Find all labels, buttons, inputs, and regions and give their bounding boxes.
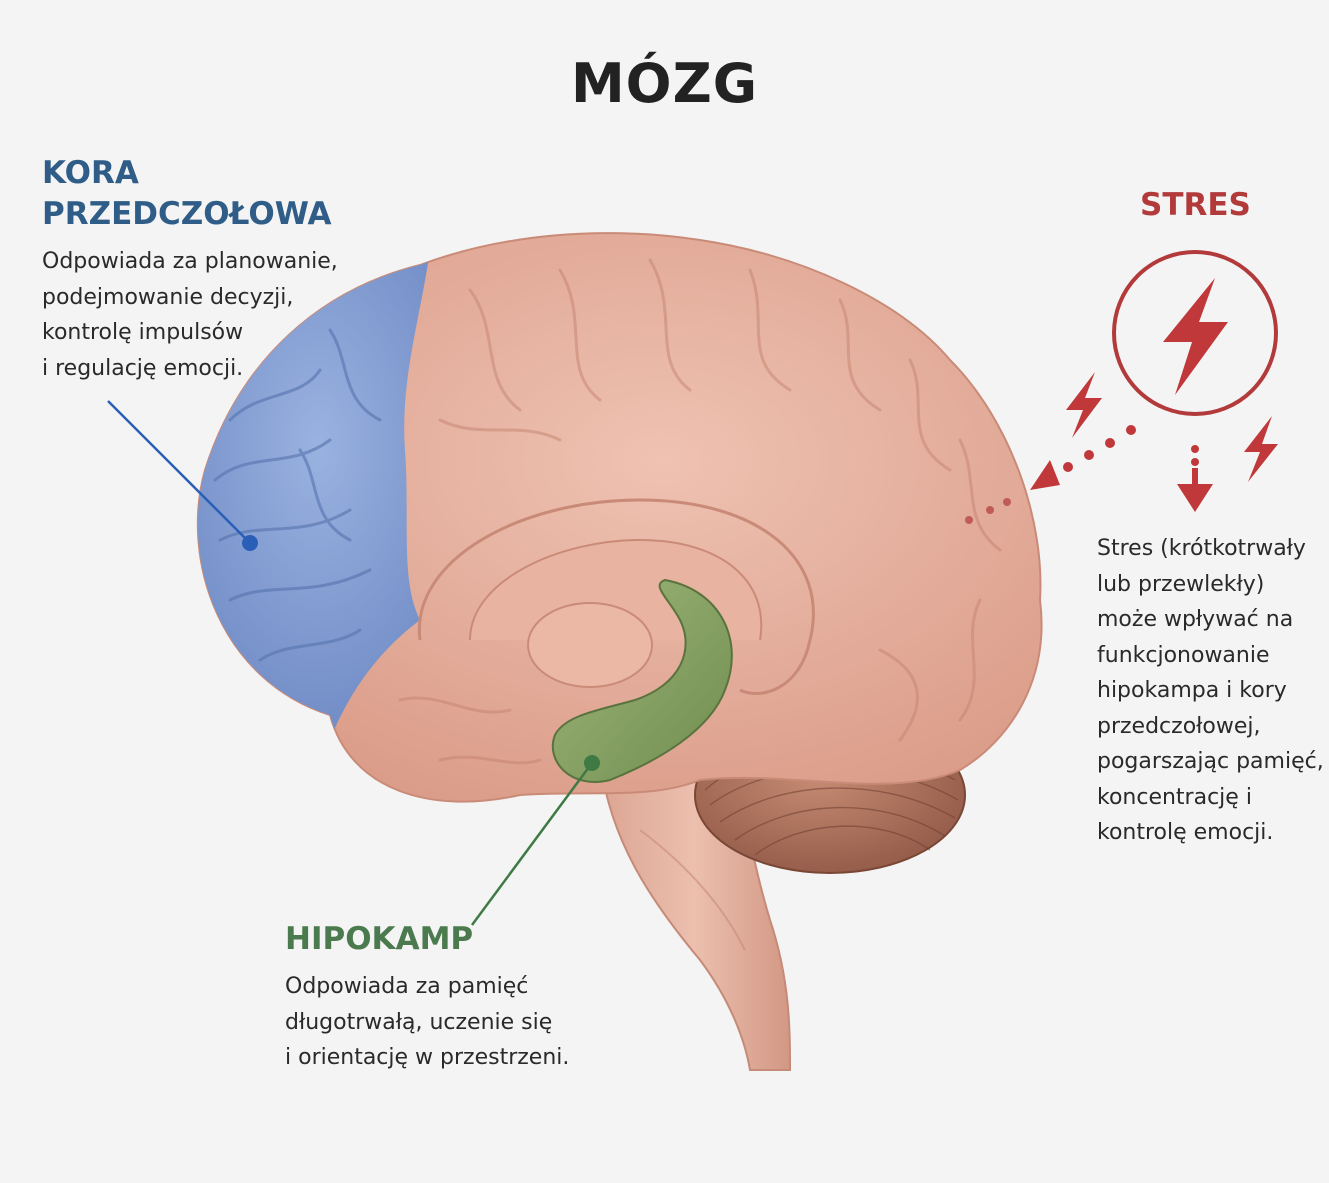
description-line: długotrwałą, uczenie się [285,1009,553,1035]
description-line: funkcjonowanie [1097,642,1270,668]
hippocampus-pointer-dot [584,755,600,771]
prefrontal-cortex-heading: KORA PRZEDCZOŁOWA [42,153,332,235]
small-bolt-icon [1244,416,1278,482]
description-line: lub przewlekły) [1097,571,1265,597]
prefrontal-pointer-line [107,400,251,544]
stress-heading: STRES [1140,187,1251,223]
description-line: podejmowanie decyzji, [42,284,294,310]
page-title: MÓZG [570,52,759,115]
hippocampus-region [551,578,733,783]
stress-circle-icon [1112,250,1278,416]
lightning-bolt-icon [1163,278,1228,395]
description-line: i orientację w przestrzeni. [285,1045,570,1070]
description-line: kontrolę impulsów [42,320,244,345]
prefrontal-pointer-dot [242,535,258,551]
description-line: koncentrację i [1097,784,1252,810]
down-arrow-icon [1177,445,1213,512]
description-line: Odpowiada za planowanie, [42,249,338,274]
hippocampus-description: Odpowiada za pamięć długotrwałą, uczenie… [285,969,569,1076]
description-line: pogarszając pamięć, [1097,749,1324,774]
prefrontal-heading-line: PRZEDCZOŁOWA [42,196,332,232]
description-line: przedczołowej, [1097,713,1261,739]
stress-description: Stres (krótkotrwały lub przewlekły) może… [1097,531,1324,851]
description-line: i regulację emocji. [42,355,244,381]
description-line: Odpowiada za pamięć [285,974,529,999]
small-bolt-icon [1066,372,1102,438]
stress-icon-group [965,250,1278,524]
cerebrum [196,232,1043,803]
dotted-arrow-icon [1030,425,1136,490]
description-line: może wpływać na [1097,607,1294,632]
description-line: kontrolę emocji. [1097,820,1274,845]
hippocampus-pointer-line [470,762,594,926]
prefrontal-cortex-description: Odpowiada za planowanie, podejmowanie de… [42,244,338,386]
hippocampus-heading: HIPOKAMP [285,921,474,957]
description-line: Stres (krótkotrwały [1097,536,1306,561]
description-line: hipokampa i kory [1097,678,1287,703]
prefrontal-heading-line: KORA [42,155,139,191]
